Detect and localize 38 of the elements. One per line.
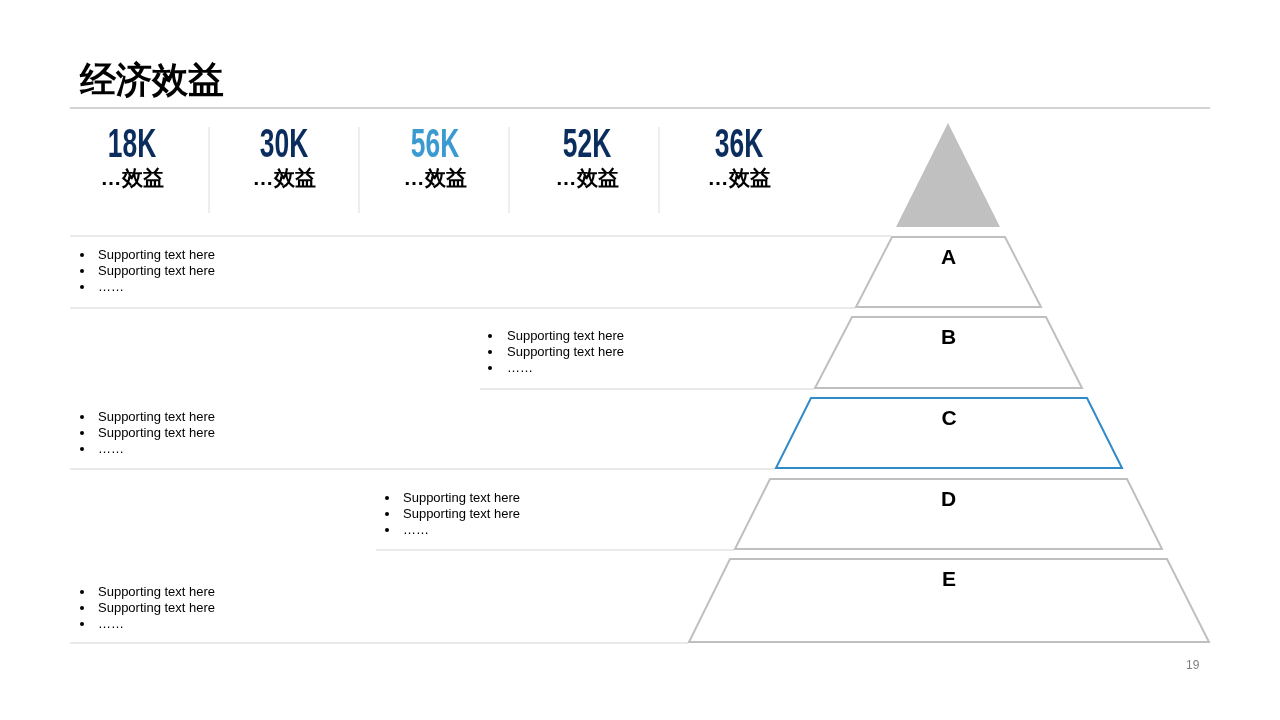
stat-caption: …效益 [252, 166, 316, 190]
bullet-text: …… [98, 279, 124, 295]
bullet-text: …… [507, 360, 533, 376]
tier-letter: C [941, 406, 957, 430]
tier-letter: E [942, 567, 956, 591]
stat-value: 18K [107, 123, 157, 163]
stat-caption: …效益 [100, 166, 164, 190]
pyramid-tier [734, 478, 1163, 550]
page-number: 19 [1186, 658, 1200, 672]
stat-value: 30K [259, 123, 309, 163]
stat-value: 56K [410, 123, 460, 163]
bullet-text: …… [98, 441, 124, 457]
stat-value: 52K [562, 123, 612, 163]
bullet-text: Supporting text here [98, 584, 216, 600]
pyramid-tier [688, 558, 1210, 643]
bullet-text: Supporting text here [98, 600, 216, 616]
pyramid-apex [896, 123, 1000, 227]
pyramid-tier [814, 316, 1083, 389]
bullet-text: Supporting text here [403, 490, 521, 506]
pyramid-tier [775, 397, 1123, 469]
bullet-text: Supporting text here [507, 344, 625, 360]
bullet-text: Supporting text here [98, 409, 216, 425]
stat-caption: …效益 [555, 166, 619, 190]
bullet-text: Supporting text here [98, 263, 216, 279]
bullet-text: Supporting text here [98, 247, 216, 263]
bullet-text: …… [403, 522, 429, 538]
tier-letter: A [940, 245, 957, 269]
stat-value: 36K [714, 123, 764, 163]
bullet-text: Supporting text here [98, 425, 216, 441]
stat-caption: …效益 [403, 166, 467, 190]
pyramid-tier [855, 236, 1042, 308]
tier-letter: B [940, 325, 957, 349]
bullet-text: Supporting text here [403, 506, 521, 522]
bullet-text: …… [98, 616, 124, 632]
tier-letter: D [940, 487, 957, 511]
bullet-text: Supporting text here [507, 328, 625, 344]
stat-caption: …效益 [707, 166, 771, 190]
slide-title: 经济效益 [80, 58, 224, 102]
